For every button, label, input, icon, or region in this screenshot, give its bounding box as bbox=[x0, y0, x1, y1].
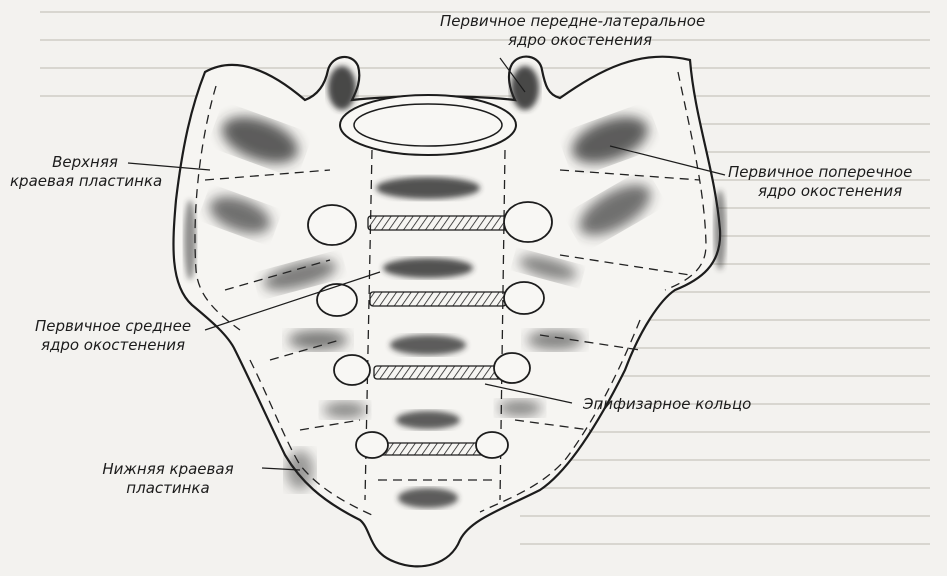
label-primary-middle-line1: Первичное среднее bbox=[18, 317, 208, 336]
label-primary-anterolateral-line1: Первичное передне-латеральное bbox=[440, 12, 700, 31]
label-epiphyseal-ring-text: Эпифизарное кольцо bbox=[583, 395, 813, 414]
label-primary-transverse-line2: ядро окостенения bbox=[728, 182, 943, 201]
label-epiphyseal-ring: Эпифизарное кольцо bbox=[583, 395, 813, 414]
label-primary-middle-line2: ядро окостенения bbox=[18, 336, 208, 355]
label-lower-marginal-line2: пластинка bbox=[78, 479, 258, 498]
label-upper-marginal-line1: Верхняя bbox=[10, 153, 160, 172]
label-primary-anterolateral: Первичное передне-латеральное ядро окост… bbox=[440, 12, 700, 50]
label-primary-transverse-line1: Первичное поперечное bbox=[728, 163, 943, 182]
label-lower-marginal-line1: Нижняя краевая bbox=[78, 460, 258, 479]
label-upper-marginal-line2: краевая пластинка bbox=[10, 172, 160, 191]
label-lower-marginal: Нижняя краевая пластинка bbox=[78, 460, 258, 498]
label-primary-anterolateral-line2: ядро окостенения bbox=[440, 31, 700, 50]
label-primary-middle: Первичное среднее ядро окостенения bbox=[18, 317, 208, 355]
label-upper-marginal: Верхняя краевая пластинка bbox=[10, 153, 160, 191]
label-primary-transverse: Первичное поперечное ядро окостенения bbox=[728, 163, 943, 201]
